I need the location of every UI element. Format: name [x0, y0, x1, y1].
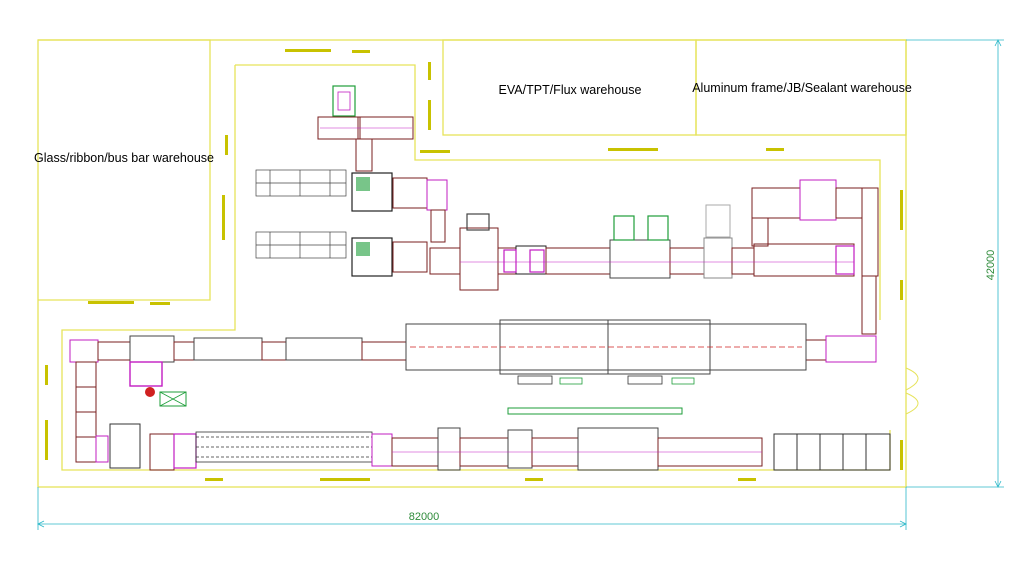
aluminum-warehouse-label: Aluminum frame/JB/Sealant warehouse: [692, 81, 912, 95]
width-dimension: [37, 487, 907, 530]
right-upper-cell: [751, 179, 879, 277]
repair-station: [129, 361, 187, 407]
door: [905, 367, 919, 415]
middle-production-line: [69, 319, 877, 407]
lower-production-line: [109, 407, 891, 471]
glass-warehouse-label: Glass/ribbon/bus bar warehouse: [34, 151, 214, 165]
vertical-conveyor: [430, 209, 446, 243]
sun-simulator-bar: [507, 407, 683, 415]
inspection-unit: [705, 204, 731, 238]
stringer-cell-top: [317, 85, 414, 172]
packing-area: [773, 433, 891, 471]
building-outline: [37, 39, 907, 488]
framing-machine: [109, 423, 141, 469]
height-dimension-text: 42000: [985, 250, 997, 281]
glass-loader-2: [255, 231, 347, 259]
laminator: [405, 319, 807, 375]
layup-station-2: [351, 237, 428, 277]
upper-conveyor: [429, 227, 855, 291]
lower-conveyor: [391, 427, 763, 471]
aisle-annotations: [45, 49, 903, 481]
layup-station-1: [351, 172, 448, 212]
upper-production-line: [255, 85, 879, 291]
curing-line: [195, 431, 373, 463]
laminator-pumps: [517, 375, 695, 385]
middle-conveyor: [69, 335, 877, 363]
height-dimension: [906, 39, 1004, 488]
left-vertical-conveyor: [75, 361, 109, 463]
right-vertical-conveyor: [861, 275, 877, 335]
magenta-transfers: [503, 245, 855, 275]
width-dimension-text: 82000: [409, 511, 440, 523]
glass-loader-1: [255, 169, 347, 197]
eva-warehouse-label: EVA/TPT/Flux warehouse: [499, 83, 642, 97]
tabber-units: [466, 213, 669, 241]
